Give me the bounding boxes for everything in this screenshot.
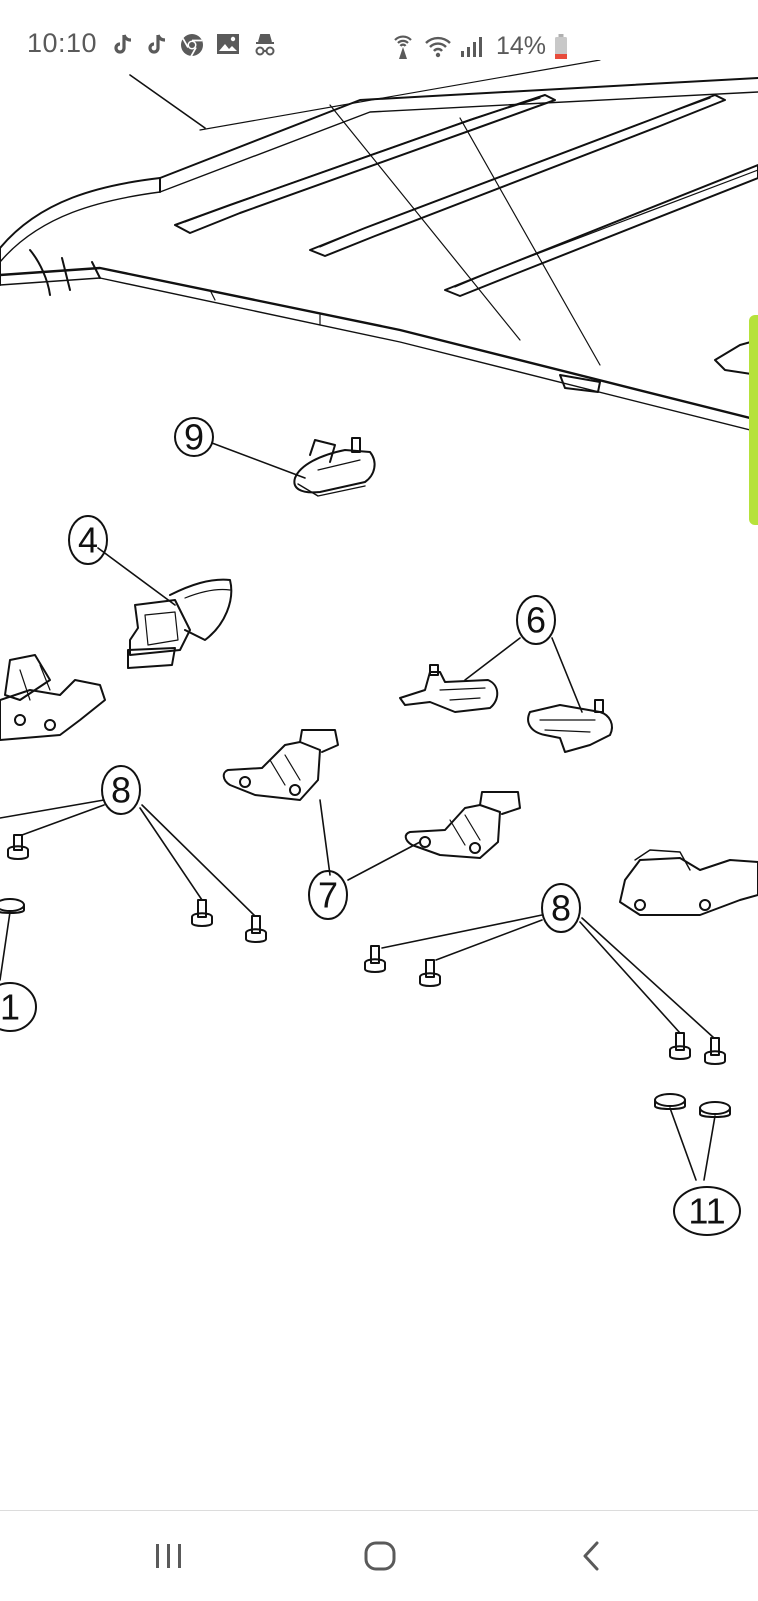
incognito-icon bbox=[252, 33, 278, 57]
tiktok-icon bbox=[146, 33, 168, 57]
tiktok-icon bbox=[112, 33, 134, 57]
back-icon bbox=[583, 1541, 599, 1571]
navigation-bar bbox=[0, 1510, 758, 1601]
part-4 bbox=[127, 578, 233, 669]
parts-diagram: 9 4 6 8 7 8 1 11 bbox=[0, 60, 758, 1236]
callout-8-left: 8 bbox=[111, 770, 131, 811]
plugs bbox=[0, 898, 731, 1118]
home-icon bbox=[364, 1541, 396, 1571]
leader-lines bbox=[0, 442, 716, 1181]
callout-circles bbox=[0, 417, 741, 1236]
recents-button[interactable] bbox=[139, 1531, 199, 1581]
part-9 bbox=[293, 437, 376, 497]
status-bar: 10:10 14% bbox=[0, 0, 758, 92]
wifi-icon bbox=[424, 35, 452, 59]
recents-icon bbox=[156, 1544, 181, 1568]
callout-7: 7 bbox=[318, 875, 338, 916]
battery-percent: 14% bbox=[496, 32, 547, 60]
back-button[interactable] bbox=[561, 1531, 621, 1581]
part-7-left bbox=[222, 729, 339, 801]
system-icons: 14% bbox=[390, 32, 568, 61]
callout-9: 9 bbox=[184, 417, 204, 458]
chrome-icon bbox=[180, 33, 204, 57]
callout-4: 4 bbox=[78, 520, 98, 561]
part-6-right bbox=[527, 699, 613, 753]
right-bracket bbox=[619, 849, 758, 916]
home-button[interactable] bbox=[350, 1531, 410, 1581]
callout-1: 1 bbox=[0, 987, 20, 1028]
roof-panel bbox=[0, 60, 758, 433]
screws bbox=[7, 834, 726, 1065]
callout-6: 6 bbox=[526, 600, 546, 641]
callout-11: 11 bbox=[688, 1191, 725, 1232]
part-7-right bbox=[404, 791, 521, 859]
battery-icon bbox=[554, 33, 568, 60]
gallery-icon bbox=[216, 33, 240, 57]
hotspot-icon bbox=[390, 34, 416, 60]
left-bracket bbox=[0, 654, 106, 741]
edge-panel-handle[interactable] bbox=[749, 315, 758, 525]
callout-8-right: 8 bbox=[551, 888, 571, 929]
part-6-left bbox=[399, 664, 499, 713]
clock: 10:10 bbox=[27, 28, 98, 58]
signal-icon bbox=[460, 36, 484, 58]
notification-icons bbox=[112, 33, 278, 57]
